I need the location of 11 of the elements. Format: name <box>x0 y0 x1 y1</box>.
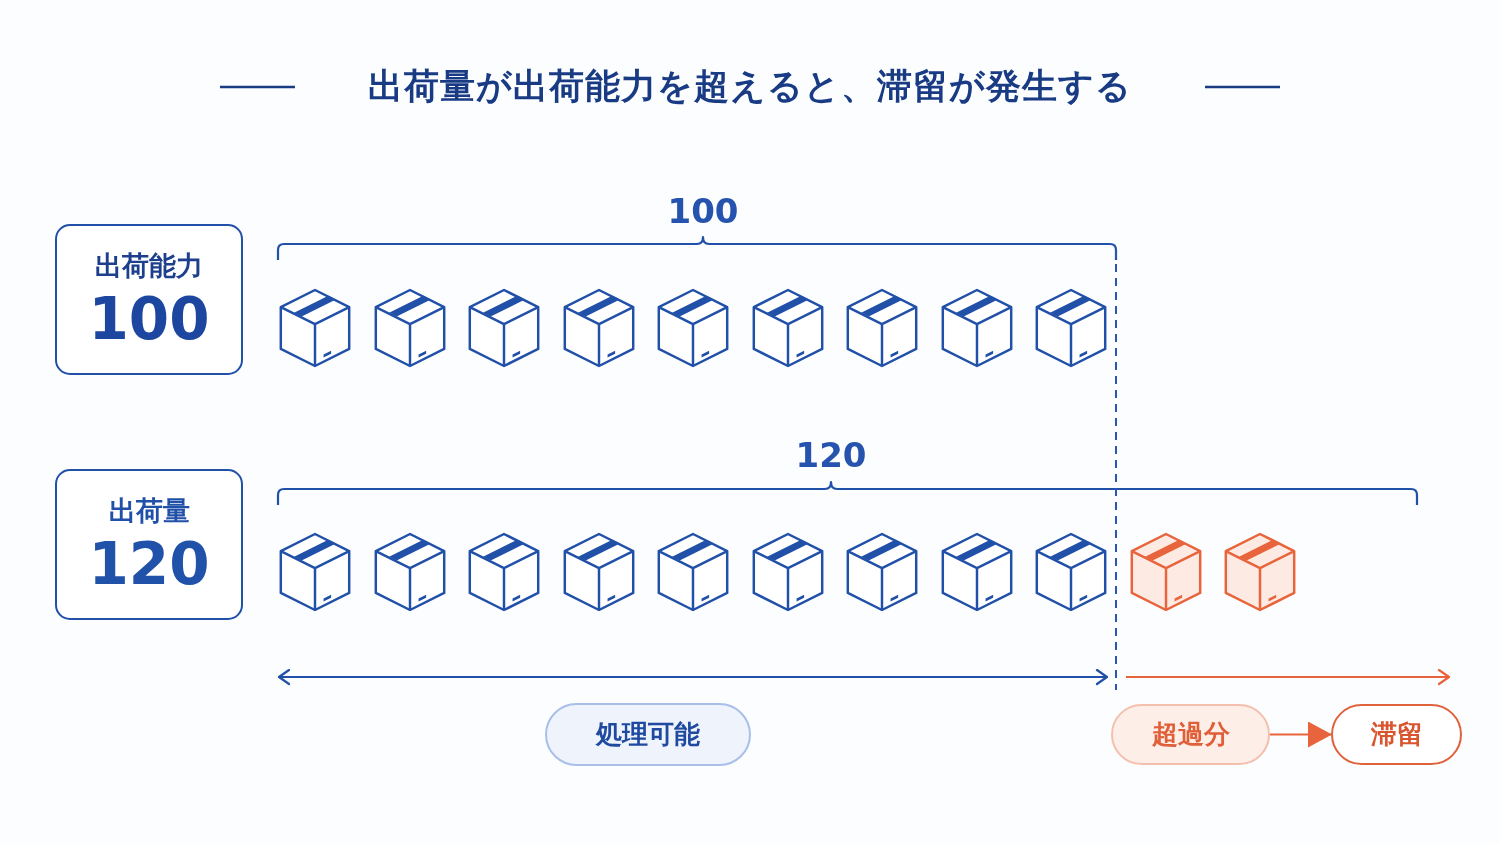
metric-value: 120 <box>88 530 210 597</box>
arrow <box>1269 721 1332 748</box>
metric-label: 出荷能力 <box>95 248 203 283</box>
metric-card <box>55 469 243 620</box>
metric-card <box>55 224 243 375</box>
status-pill: 処理可能 <box>545 703 751 766</box>
diagram-title: 出荷量が出荷能力を超えると、滞留が発生する <box>368 65 1132 108</box>
metric-label: 出荷量 <box>108 493 190 528</box>
status-pill: 滞留 <box>1331 704 1462 765</box>
status-pill: 超過分 <box>1111 704 1270 765</box>
metric-value: 100 <box>88 285 210 352</box>
